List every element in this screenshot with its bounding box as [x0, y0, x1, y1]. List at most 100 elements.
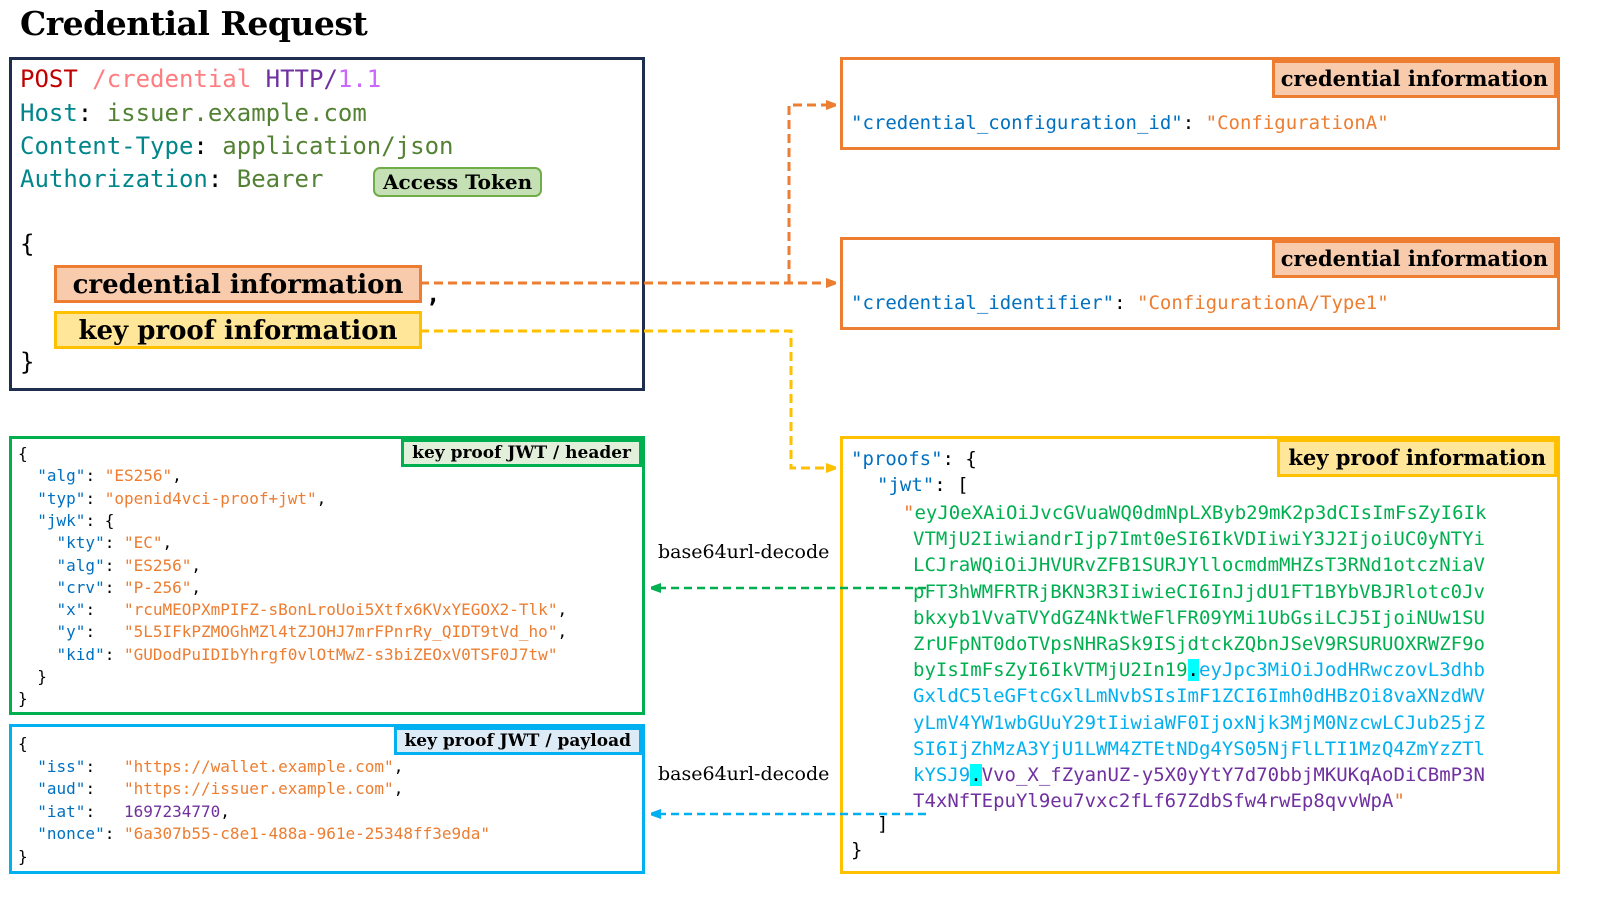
jwt-text-line: kYSJ9.Vvo_X_fZyanUZ-y5X0yYtY7d70bbjMKUKq… [913, 762, 1485, 788]
indent [18, 802, 37, 821]
json-value: "6a307b55-c8e1-488a-961e-25348ff3e9da" [123, 824, 491, 844]
indent [18, 556, 57, 575]
credential-configuration-id-line: "credential_configuration_id": "Configur… [851, 112, 1389, 134]
credential-to-configuration-arrow [787, 105, 835, 283]
json-line: { [18, 443, 28, 466]
key-proof-information-tag: key proof information [1277, 439, 1557, 477]
jwt-header-segment: VTMjU2IiwiandrIjp7Imt0eSI6IkVDIiwiY3J2Ij… [913, 528, 1485, 551]
json-sep: : [85, 756, 124, 776]
jwt-header-segment: LCJraWQiOiJHVURvZFB1SURJYllocmdmMHZsT3RN… [913, 554, 1485, 577]
json-line: "jwk": { [18, 510, 114, 533]
json-line: "kid": "GUDodPuIDIbYhrgf0vlOtMwZ-s3biZEO… [18, 644, 558, 667]
json-comma: , [393, 779, 404, 799]
request-path: /credential [92, 65, 252, 93]
json-key: "alg" [37, 466, 86, 486]
jwt-header-tag: key proof JWT / header [401, 439, 642, 467]
jwt-header-box: key proof JWT / header { "alg": "ES256",… [9, 436, 645, 715]
json-sep: : [104, 824, 124, 844]
json-key: "kty" [56, 533, 105, 553]
indent [18, 824, 37, 843]
jwt-payload-segment: SI6IjZhMzA3YjU1LWM4ZTEtNDg4YS05NjFlLTI1M… [913, 737, 1485, 760]
json-key: "alg" [56, 555, 105, 575]
indent [18, 489, 37, 508]
jwt-text-line: LCJraWQiOiJHVURvZFB1SURJYllocmdmMHZsT3RN… [913, 552, 1485, 578]
credential-request-box: POST /credential HTTP/1.1 Host: issuer.e… [9, 57, 645, 391]
jwt-payload-segment: yLmV4YW1wbGUuY29tIiwiaWF0IjoxNjk3MjM0Nzc… [913, 711, 1485, 734]
proofs-close-brace: } [851, 839, 863, 861]
close-quote: " [1393, 790, 1405, 813]
jwt-payload-box: key proof JWT / payload { "iss": "https:… [9, 724, 645, 874]
json-sep: : [104, 644, 124, 664]
json-comma: , [557, 622, 568, 642]
page-title: Credential Request [20, 4, 368, 43]
json-comma: , [191, 577, 202, 597]
json-comma: , [316, 488, 327, 508]
jwt-text-line: byIsImFsZyI6IkVTMjU2In19.eyJpc3MiOiJodHR… [913, 657, 1485, 683]
json-key: "kid" [56, 644, 105, 664]
json-line: "alg": "ES256", [18, 555, 202, 578]
json-brace: } [18, 847, 28, 866]
jwt-text-line: bkxyb1VvaTVYdGZ4NktWeFlFR09YMi1UbGsiLCJ5… [913, 605, 1485, 631]
json-line: { [18, 733, 28, 756]
indent [18, 600, 57, 619]
jwt-text-line: "eyJ0eXAiOiJvcGVuaWQ0dmNpLXByb29mK2p3dCI… [903, 500, 1486, 526]
header-host: Host: issuer.example.com [20, 99, 367, 127]
json-key: "jwk" [37, 510, 86, 530]
json-comma: , [557, 600, 568, 620]
indent [18, 622, 57, 641]
http-method: POST [20, 65, 78, 93]
json-sep: : [85, 622, 124, 642]
indent [18, 466, 37, 485]
jwt-header-segment: eyJ0eXAiOiJvcGVuaWQ0dmNpLXByb29mK2p3dCIs… [914, 502, 1487, 524]
credential-identifier-line: "credential_identifier": "ConfigurationA… [851, 292, 1389, 314]
credential-identifier-box: credential information "credential_ident… [840, 237, 1560, 330]
indent [18, 779, 37, 798]
json-line: "kty": "EC", [18, 532, 173, 555]
credential-information-tag: credential information [54, 265, 422, 303]
json-line: "nonce": "6a307b55-c8e1-488a-961e-25348f… [18, 823, 490, 846]
access-token-badge: Access Token [373, 167, 543, 197]
json-line: } [18, 846, 28, 869]
jwt-text-line: pFT3hWMFRTRjBKN3R3IiwieCI6InJjdU1FT1BYbV… [913, 579, 1485, 605]
json-brace: } [18, 667, 47, 686]
jwt-text-line: GxldC5leGFtcGxlLmNvbSIsImF1ZCI6Imh0dHBzO… [913, 683, 1485, 709]
credential-information-tag: credential information [1271, 240, 1557, 278]
json-value: "ES256" [104, 466, 173, 486]
jwt-text-line: SI6IjZhMzA3YjU1LWM4ZTEtNDg4YS05NjFlLTI1M… [913, 736, 1485, 762]
json-value: "EC" [123, 533, 163, 553]
indent [18, 533, 57, 552]
header-authorization: Authorization: Bearer [20, 165, 324, 193]
jwt-signature-segment: Vvo_X_fZyanUZ-y5X0yYtY7d70bbjMKUKqAoDiCB… [981, 764, 1485, 786]
jwt-header-segment: byIsImFsZyI6IkVTMjU2In19 [913, 659, 1188, 682]
credential-configuration-box: credential information "credential_confi… [840, 57, 1560, 150]
indent [18, 645, 57, 664]
json-sep: : [85, 779, 124, 799]
json-key: "x" [56, 600, 86, 620]
json-comma: , [191, 555, 202, 575]
json-line: "alg": "ES256", [18, 465, 182, 488]
json-sep: : [104, 533, 124, 553]
json-value: "https://wallet.example.com" [123, 756, 394, 776]
jwt-header-segment: pFT3hWMFRTRjBKN3R3IiwieCI6InJjdU1FT1BYbV… [913, 580, 1485, 603]
jwt-text-line: T4xNfTEpuYl9eu7vxc2fLf67ZdbSfw4rwEp8qvvW… [913, 788, 1405, 814]
json-line: "y": "5L5IFkPZMOGhMZl4tZJOHJ7mrFPnrRy_QI… [18, 621, 568, 644]
json-value: "openid4vci-proof+jwt" [104, 488, 317, 508]
json-sep: : [85, 600, 124, 620]
json-comma: , [162, 533, 173, 553]
indent [18, 578, 57, 597]
json-line: "typ": "openid4vci-proof+jwt", [18, 488, 326, 511]
json-key: "iss" [37, 756, 86, 776]
json-sep: : [85, 466, 105, 486]
json-line: "crv": "P-256", [18, 577, 202, 600]
jwt-payload-segment: GxldC5leGFtcGxlLmNvbSIsImF1ZCI6Imh0dHBzO… [913, 685, 1485, 708]
json-key: "typ" [37, 488, 86, 508]
json-line: } [18, 666, 47, 689]
jwt-text-line: yLmV4YW1wbGUuY29tIiwiaWF0IjoxNjk3MjM0Nzc… [913, 710, 1485, 736]
json-comma: , [393, 756, 404, 776]
json-key: "crv" [56, 577, 105, 597]
json-sep: : [85, 488, 105, 508]
header-content-type: Content-Type: application/json [20, 132, 454, 160]
credential-information-tag: credential information [1271, 60, 1557, 98]
json-brace: } [18, 689, 28, 709]
request-line: POST /credential HTTP/1.1 [20, 62, 381, 96]
